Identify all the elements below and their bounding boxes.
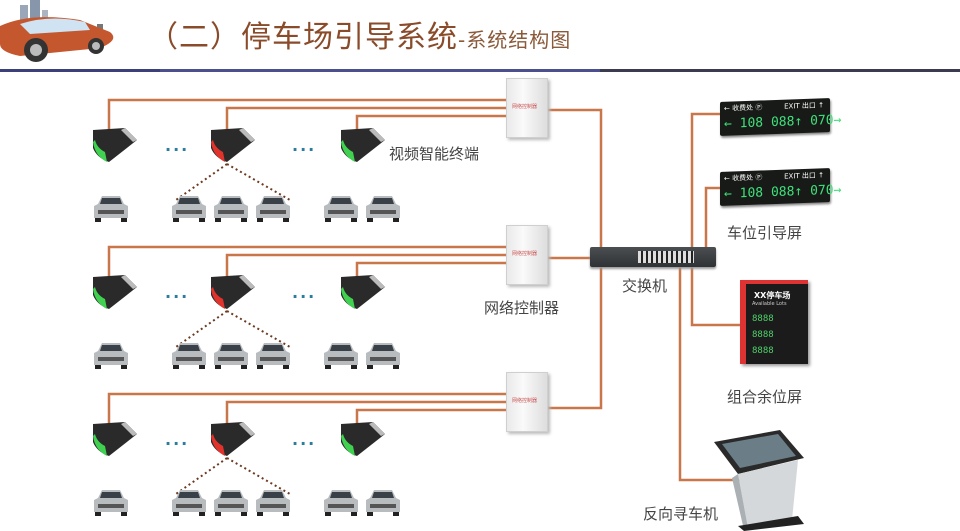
ellipsis-dots: ··· [165,287,190,306]
panel-row: 8888 [752,330,774,340]
parked-car [256,343,290,369]
page-title: （二）停车场引导系统-系统结构图 [148,12,571,56]
video-sensor-red[interactable] [209,128,255,164]
parked-car [94,343,128,369]
wire [690,267,746,327]
ellipsis-dots: ··· [292,140,317,159]
video-sensor-green[interactable] [339,275,385,311]
header-rule-left [0,69,160,72]
guide-left-text: ← 收费处 Ⓟ [724,103,763,113]
wire [704,186,720,250]
network-controller-3[interactable]: 网络控制器 [506,372,548,432]
wire [175,310,228,348]
parked-car [256,196,290,222]
label-network-controller: 网络控制器 [484,299,560,317]
combined-availability-screen[interactable]: XX停车场 Available Lots 8888 8888 8888 [740,280,808,364]
panel-title: XX停车场 [754,291,791,300]
ellipsis-dots: ··· [292,287,317,306]
parked-car [172,490,206,516]
wire [225,253,506,285]
label-combined-screen: 组合余位屏 [727,388,803,406]
parked-car [214,490,248,516]
wire [690,112,720,250]
parked-car [172,196,206,222]
switch-ports [638,251,694,263]
label-guide-screen: 车位引导屏 [727,224,803,242]
ellipsis-dots: ··· [165,434,190,453]
wire [226,310,291,348]
header-rule-right [600,69,960,72]
title-subtitle: -系统结构图 [458,28,572,52]
guide-readout: ← 108 088↑ 070→ [724,182,842,202]
panel-row: 8888 [752,346,774,356]
guide-screen-2[interactable]: ← 收费处 Ⓟ EXIT 出口 ↑ ← 108 088↑ 070→ [720,168,841,206]
parked-car [366,196,400,222]
controller-tag: 网络控制器 [512,251,538,257]
label-reverse-finder: 反向寻车机 [643,505,719,523]
guide-right-text: EXIT 出口 ↑ [784,101,824,111]
parked-car [214,196,248,222]
title-main: （二）停车场引导系统 [148,20,458,55]
panel-subtitle: Available Lots [752,301,787,307]
wire [226,163,291,201]
network-controller-2[interactable]: 网络控制器 [506,225,548,285]
video-sensor-red[interactable] [209,422,255,458]
car-logo-image [0,0,130,62]
guide-readout: ← 108 088↑ 070→ [724,112,842,132]
wire [175,457,228,495]
panel-row: 8888 [752,314,774,324]
network-controller-1[interactable]: 网络控制器 [506,78,548,138]
video-sensor-green[interactable] [339,128,385,164]
parked-car [94,196,128,222]
label-video-terminal: 视频智能终端 [389,145,480,163]
parked-car [256,490,290,516]
wire [226,457,291,495]
wire [225,400,506,432]
reverse-car-finder-kiosk[interactable] [708,428,808,531]
wire [175,163,228,201]
parked-car [94,490,128,516]
wire [107,98,506,130]
wire [107,392,506,424]
ellipsis-dots: ··· [165,140,190,159]
parked-car [324,490,358,516]
controller-tag: 网络控制器 [512,398,538,404]
parked-car [324,343,358,369]
guide-screen-1[interactable]: ← 收费处 Ⓟ EXIT 出口 ↑ ← 108 088↑ 070→ [720,98,841,136]
wire [107,245,506,277]
video-sensor-green[interactable] [339,422,385,458]
ellipsis-dots: ··· [292,434,317,453]
parked-car [172,343,206,369]
parked-car [324,196,358,222]
parked-car [214,343,248,369]
wire [225,106,506,138]
parked-car [366,490,400,516]
video-sensor-green[interactable] [91,275,137,311]
guide-right-text: EXIT 出口 ↑ [784,171,824,181]
guide-left-text: ← 收费处 Ⓟ [724,173,763,183]
controller-tag: 网络控制器 [512,104,538,110]
wire [678,267,740,482]
video-sensor-red[interactable] [209,275,255,311]
video-sensor-green[interactable] [91,422,137,458]
network-switch[interactable] [590,247,716,267]
parked-car [366,343,400,369]
video-sensor-green[interactable] [91,128,137,164]
header-rule-mid [160,69,600,72]
label-switch: 交换机 [622,277,668,295]
